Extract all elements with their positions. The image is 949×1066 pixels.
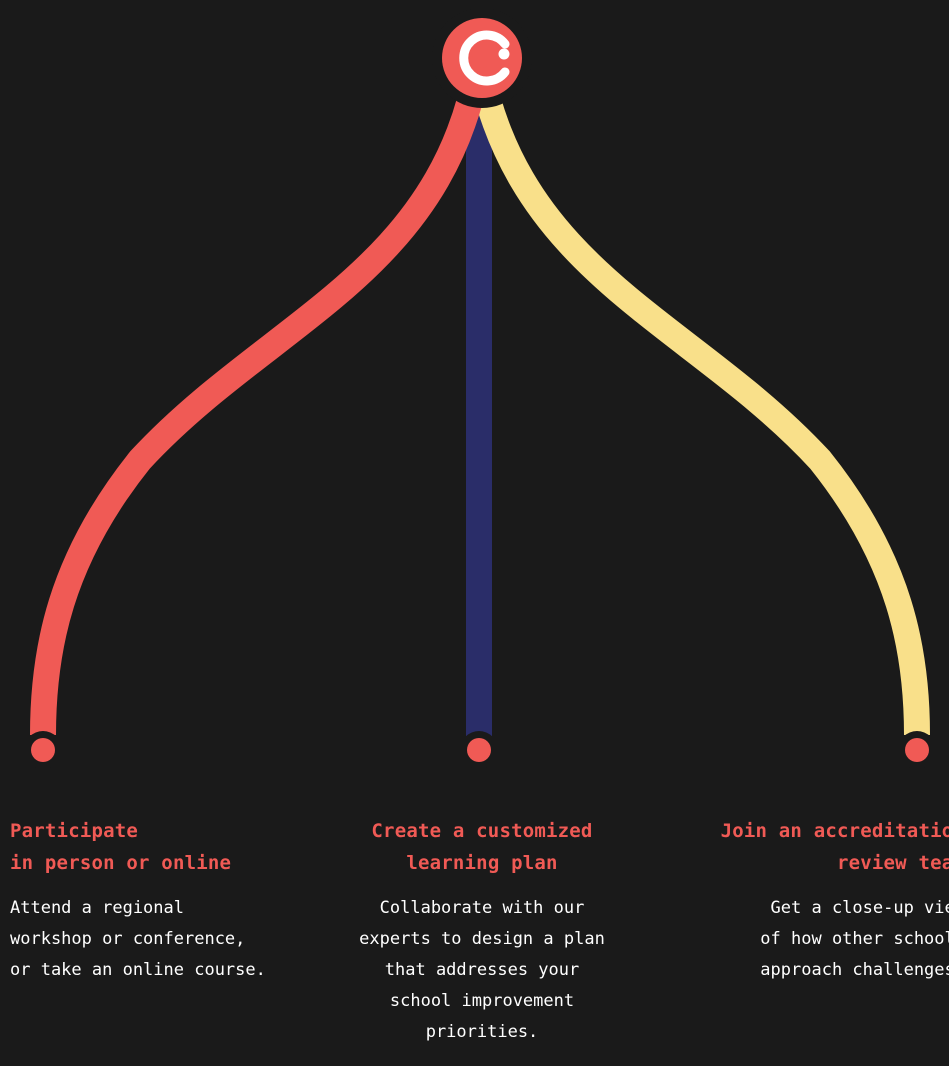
center-end-node xyxy=(460,731,498,769)
left-end-node xyxy=(24,731,62,769)
center-path-line xyxy=(466,108,492,736)
path-description: Attend a regional workshop or conference… xyxy=(10,893,310,986)
path-title-line: Participate xyxy=(10,820,139,842)
path-title: Create a customized learning plan xyxy=(332,815,632,879)
path-card-review-team: Join an accreditation review team Get a … xyxy=(635,815,949,986)
path-description-line: of how other schools xyxy=(760,929,949,949)
path-description-line: school improvement xyxy=(389,991,575,1011)
path-description-line: Attend a regional xyxy=(10,898,184,918)
right-path-curve xyxy=(475,96,930,736)
logo-node xyxy=(432,8,532,108)
right-end-node xyxy=(898,731,936,769)
path-title: Join an accreditation review team xyxy=(635,815,949,879)
path-title-line: learning plan xyxy=(406,852,558,874)
c-logo-icon xyxy=(459,30,510,86)
path-title-line: Join an accreditation xyxy=(720,820,949,842)
path-description-line: workshop or conference, xyxy=(10,929,246,949)
path-description-line: that addresses your xyxy=(384,960,580,980)
path-description-line: Get a close-up view xyxy=(770,898,949,918)
left-path-curve xyxy=(30,96,483,736)
path-description-line: approach challenges. xyxy=(760,960,949,980)
path-description: Collaborate with our experts to design a… xyxy=(332,893,632,1048)
path-description-line: or take an online course. xyxy=(10,960,266,980)
path-title: Participate in person or online xyxy=(10,815,310,879)
path-card-learning-plan: Create a customized learning plan Collab… xyxy=(332,815,632,1048)
path-description-line: priorities. xyxy=(425,1022,539,1042)
path-title-line: Create a customized xyxy=(371,820,593,842)
path-description: Get a close-up view of how other schools… xyxy=(635,893,949,986)
path-description-line: experts to design a plan xyxy=(359,929,605,949)
path-title-line: in person or online xyxy=(10,852,232,874)
path-title-line: review team xyxy=(836,852,949,874)
path-card-participate: Participate in person or online Attend a… xyxy=(10,815,310,986)
path-description-line: Collaborate with our xyxy=(379,898,585,918)
